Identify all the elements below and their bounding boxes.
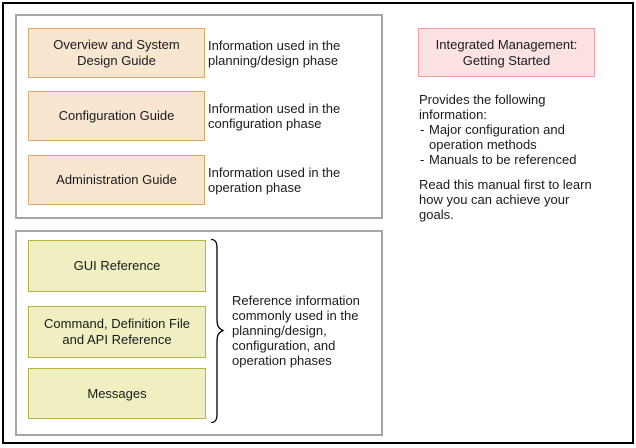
manual-box-gui-reference: GUI Reference	[28, 240, 206, 292]
getting-started-closing: Read this manual first to learn how you …	[419, 177, 592, 222]
getting-started-description: Provides the following information: - Ma…	[419, 92, 631, 222]
manual-box-integrated-management-getting-started: Integrated Management: Getting Started	[418, 28, 595, 77]
bullet-dash: -	[420, 152, 425, 167]
description-operation-phase: Information used in the operation phase	[208, 165, 341, 195]
bullet-dash: -	[420, 122, 425, 137]
description-planning-design-phase: Information used in the planning/design …	[208, 38, 341, 68]
grouping-brace	[210, 238, 225, 424]
bullet-item-manuals-referenced: - Manuals to be referenced	[419, 152, 631, 167]
bullet-text: Major configuration and operation method…	[429, 122, 565, 152]
manual-box-command-definition-api-reference: Command, Definition File and API Referen…	[28, 306, 206, 358]
bullet-item-configuration-methods: - Major configuration and operation meth…	[419, 122, 631, 152]
description-configuration-phase: Information used in the configuration ph…	[208, 101, 341, 131]
getting-started-intro: Provides the following information:	[419, 92, 546, 122]
reference-group-note: Reference information commonly used in t…	[232, 293, 360, 368]
manual-box-overview-system-design-guide: Overview and System Design Guide	[28, 28, 205, 78]
manual-box-configuration-guide: Configuration Guide	[28, 91, 205, 141]
bullet-text: Manuals to be referenced	[429, 152, 577, 167]
manual-box-administration-guide: Administration Guide	[28, 155, 205, 205]
manual-box-messages: Messages	[28, 368, 206, 419]
